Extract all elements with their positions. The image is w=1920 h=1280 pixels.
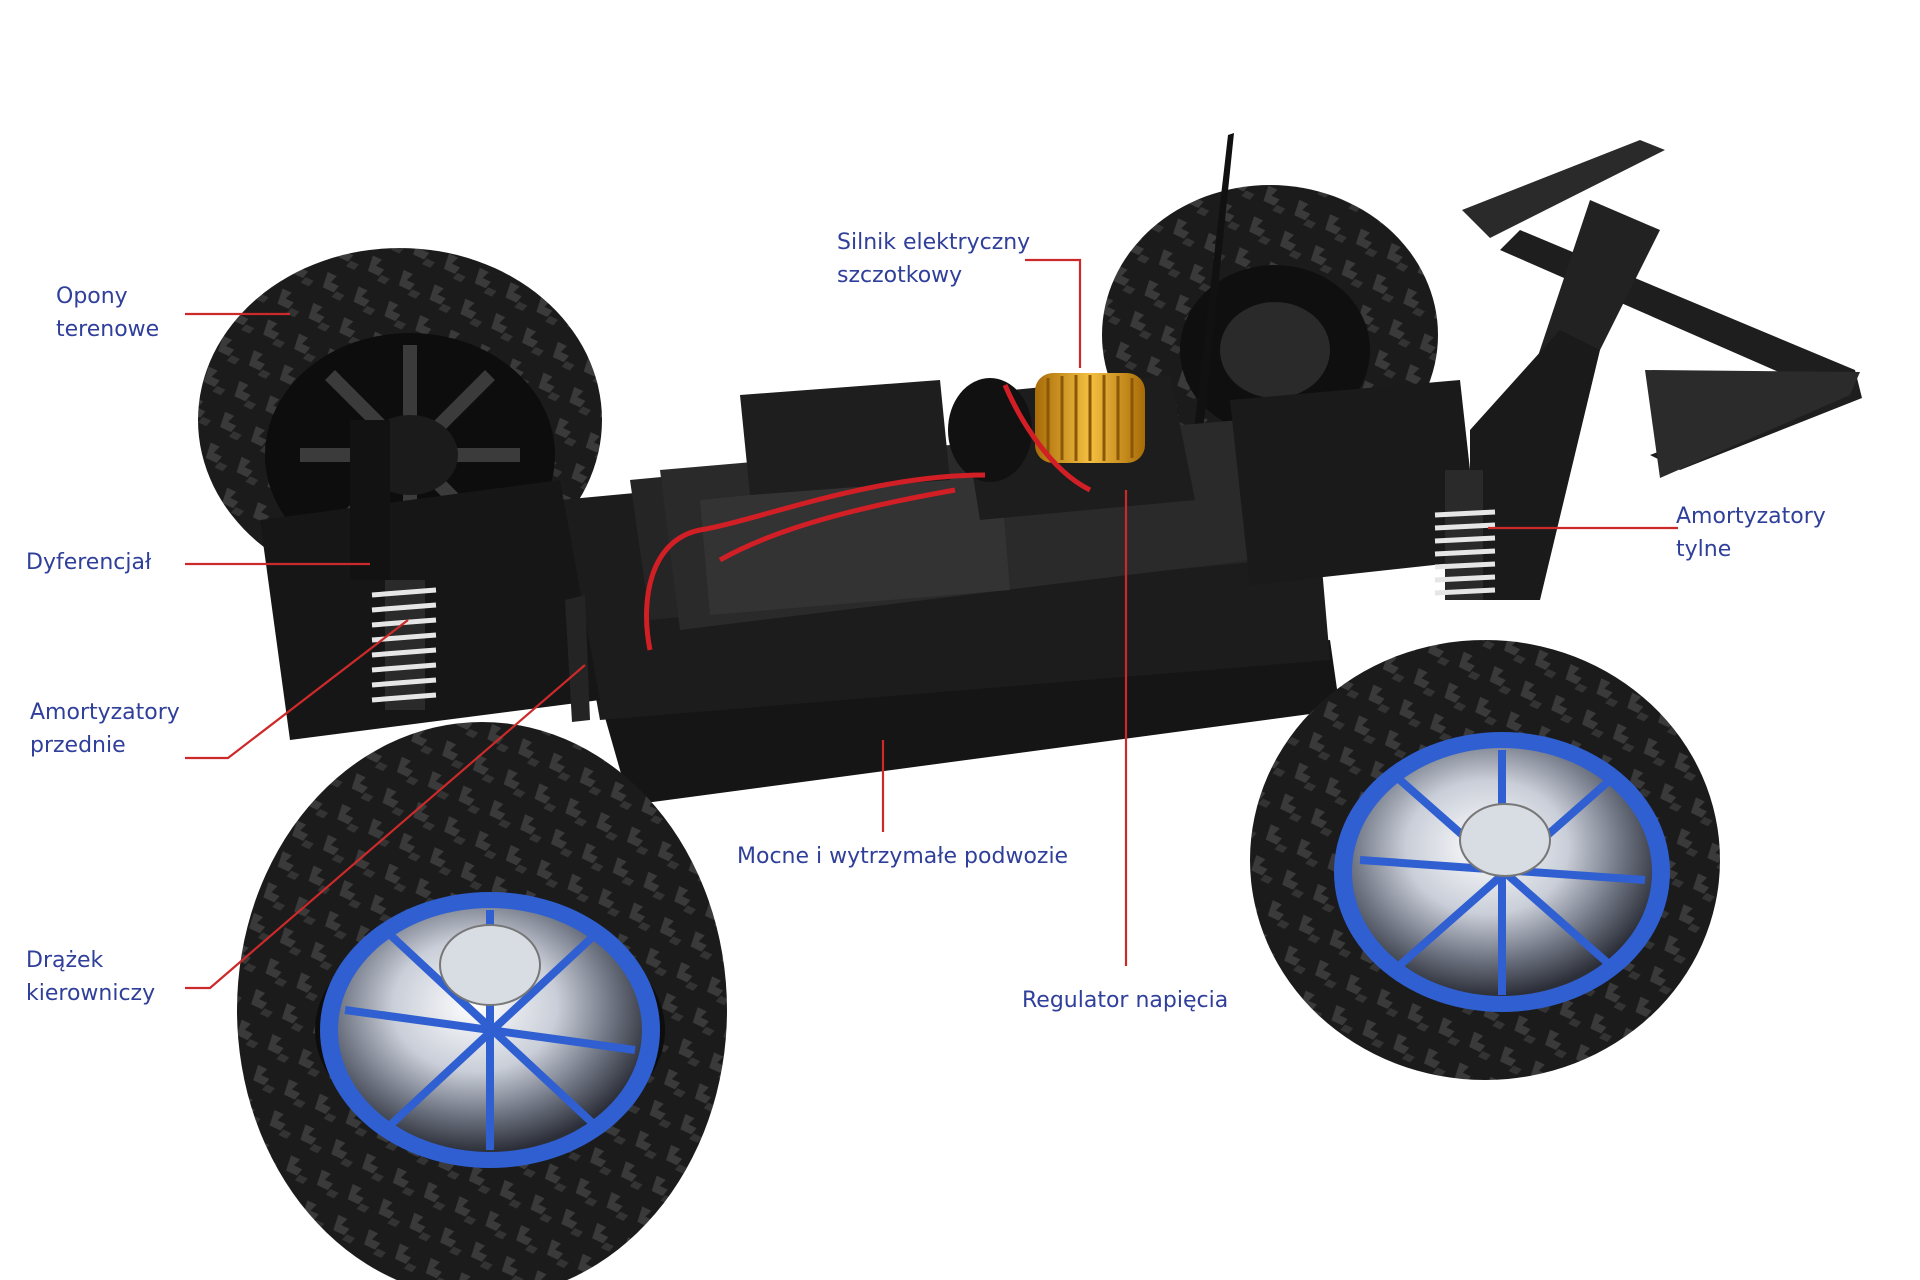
electric-motor (948, 373, 1195, 520)
callout-steering-rod-line1: Drążek (26, 948, 104, 973)
callout-steering-rod: Drążek kierowniczy (26, 944, 155, 1010)
antenna (1186, 133, 1234, 500)
callout-rear-shocks-line1: Amortyzatory (1676, 504, 1826, 529)
leader-lines (185, 258, 1678, 990)
callout-brushed-motor-line1: Silnik elektryczny (837, 230, 1031, 255)
power-wires (644, 384, 1092, 651)
callout-voltage-regulator: Regulator napięcia (1022, 984, 1228, 1017)
callout-front-shocks: Amortyzatory przednie (30, 696, 180, 762)
front-shock (371, 580, 437, 710)
rear-near-wheel (1250, 640, 1720, 1080)
callout-voltage-regulator-line1: Regulator napięcia (1022, 988, 1229, 1013)
callout-offroad-tires-line1: Opony (56, 284, 128, 309)
callout-chassis: Mocne i wytrzymałe podwozie (737, 840, 1068, 873)
callout-brushed-motor: Silnik elektryczny szczotkowy (837, 226, 1030, 292)
callout-differential: Dyferencjał (26, 546, 151, 579)
rear-spoiler (1462, 140, 1862, 600)
callout-front-shocks-line1: Amortyzatory (30, 700, 180, 725)
callout-rear-shocks: Amortyzatory tylne (1676, 500, 1826, 566)
callout-offroad-tires-line2: terenowe (56, 317, 160, 342)
callout-chassis-line1: Mocne i wytrzymałe podwozie (737, 844, 1069, 869)
callout-brushed-motor-line2: szczotkowy (837, 263, 963, 288)
callout-rear-shocks-line2: tylne (1676, 537, 1732, 562)
front-near-wheel (237, 722, 727, 1280)
callout-offroad-tires: Opony terenowe (56, 280, 159, 346)
callout-front-shocks-line2: przednie (30, 733, 126, 758)
callout-differential-line1: Dyferencjał (26, 550, 152, 575)
callout-steering-rod-line2: kierowniczy (26, 981, 156, 1006)
steering-rod-part (565, 595, 590, 722)
rear-shock (1434, 470, 1496, 600)
